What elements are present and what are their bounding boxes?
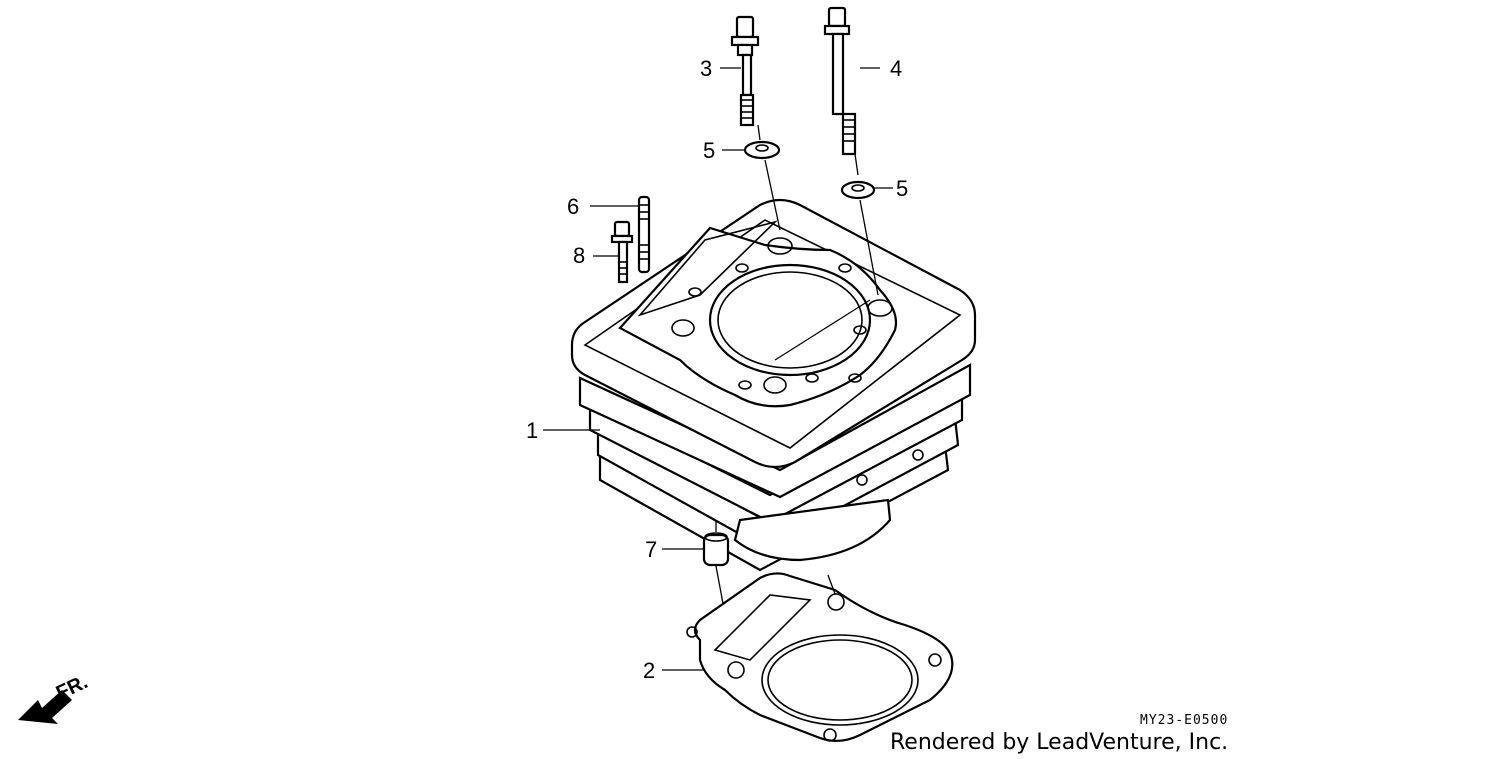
callout-4: 4 [890, 56, 902, 81]
washer-part-5-left[interactable] [743, 140, 781, 231]
bolt-part-8[interactable] [610, 220, 634, 284]
callout-7: 7 [645, 537, 657, 562]
stud-part-6[interactable] [637, 195, 651, 274]
washer-part-5-right[interactable] [840, 180, 879, 296]
diagram-code: MY23-E0500 [1140, 713, 1228, 728]
leader-lines [543, 67, 893, 671]
callout-1: 1 [526, 418, 538, 443]
callout-3: 3 [700, 56, 712, 81]
dowel-pin-part-7[interactable] [702, 520, 736, 669]
arrow-down-left-icon [18, 690, 72, 724]
cylinder-part[interactable] [570, 198, 977, 572]
render-credit: Rendered by LeadVenture, Inc. [890, 730, 1228, 755]
callout-5-right: 5 [896, 176, 908, 201]
bolt-part-4[interactable] [823, 6, 859, 176]
bolt-part-3[interactable] [730, 15, 761, 141]
callout-8: 8 [573, 243, 585, 268]
callout-5-left: 5 [703, 138, 715, 163]
callout-6: 6 [567, 194, 579, 219]
gasket-part-2[interactable] [686, 572, 954, 742]
callout-2: 2 [643, 658, 655, 683]
